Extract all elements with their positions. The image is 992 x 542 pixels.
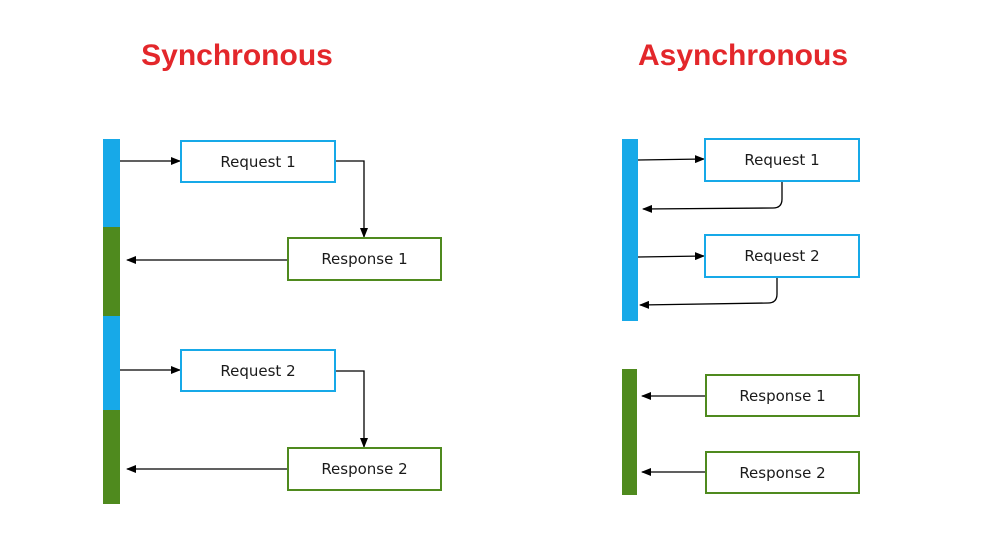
sync-arrow-request-2-to-response-2 (336, 370, 368, 448)
async-response-2-box: Response 2 (705, 451, 860, 494)
sync-request-1-label: Request 1 (220, 152, 296, 171)
async-arrow-to-request-2 (637, 252, 705, 261)
async-request-2-box: Request 2 (704, 234, 860, 278)
sync-response-1-box: Response 1 (287, 237, 442, 281)
async-request-1-box: Request 1 (704, 138, 860, 182)
sync-response-2-box: Response 2 (287, 447, 442, 491)
async-response-1-label: Response 1 (739, 386, 826, 405)
async-response-2-label: Response 2 (739, 463, 826, 482)
async-request-bar (622, 139, 638, 321)
async-response-bar (622, 369, 637, 495)
async-request-1-label: Request 1 (744, 151, 820, 169)
sync-request-2-box: Request 2 (180, 349, 336, 392)
sync-bar-request-1-segment (103, 139, 120, 227)
async-arrow-request-1-return (642, 182, 783, 213)
sync-arrow-request-1-to-response-1 (336, 160, 368, 238)
sync-response-2-label: Response 2 (321, 460, 408, 478)
sync-response-1-label: Response 1 (321, 250, 408, 268)
sync-title: Synchronous (141, 39, 333, 72)
sync-bar-request-2-segment (103, 316, 120, 410)
async-arrow-request-2-return (639, 278, 778, 309)
async-arrow-to-request-1 (637, 155, 705, 164)
async-request-2-label: Request 2 (744, 247, 820, 265)
sync-bar-response-1-segment (103, 227, 120, 316)
async-response-1-box: Response 1 (705, 374, 860, 417)
sync-request-1-box: Request 1 (180, 140, 336, 183)
sync-request-2-label: Request 2 (220, 361, 296, 380)
sync-bar-response-2-segment (103, 410, 120, 504)
async-title: Asynchronous (637, 39, 849, 72)
